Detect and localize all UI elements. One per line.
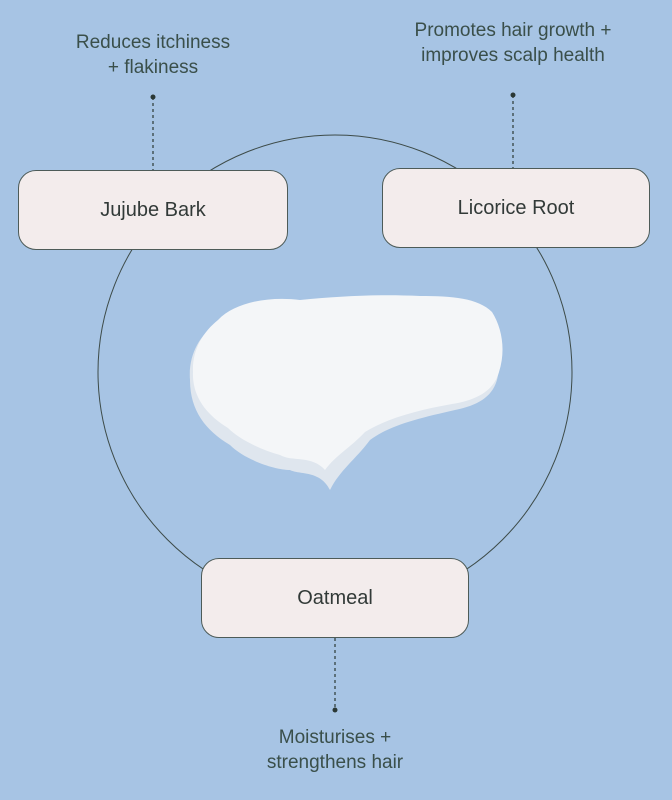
connector-jujube (150, 94, 156, 170)
benefit-jujube: Reduces itchiness + flakiness (3, 30, 303, 80)
benefit-line: Reduces itchiness (75, 32, 231, 53)
benefit-line: strengthens hair (266, 752, 404, 773)
benefit-licorice: Promotes hair growth + improves scalp he… (363, 18, 663, 68)
benefit-oatmeal: Moisturises + strengthens hair (185, 725, 485, 775)
ingredient-name: Oatmeal (297, 586, 373, 609)
ingredient-name: Licorice Root (457, 196, 575, 219)
benefit-line: + flakiness (107, 57, 199, 78)
ingredient-name: Jujube Bark (100, 198, 206, 221)
cream-swatch (189, 295, 503, 490)
ingredient-jujube-bark: Jujube Bark (18, 170, 288, 250)
ingredient-licorice-root: Licorice Root (382, 168, 650, 248)
benefit-line: improves scalp health (421, 45, 605, 66)
benefit-line: Promotes hair growth + (414, 20, 612, 41)
ingredient-oatmeal: Oatmeal (201, 558, 469, 638)
connector-oatmeal (332, 638, 338, 713)
benefit-line: Moisturises + (278, 727, 392, 748)
connector-licorice (510, 92, 516, 168)
